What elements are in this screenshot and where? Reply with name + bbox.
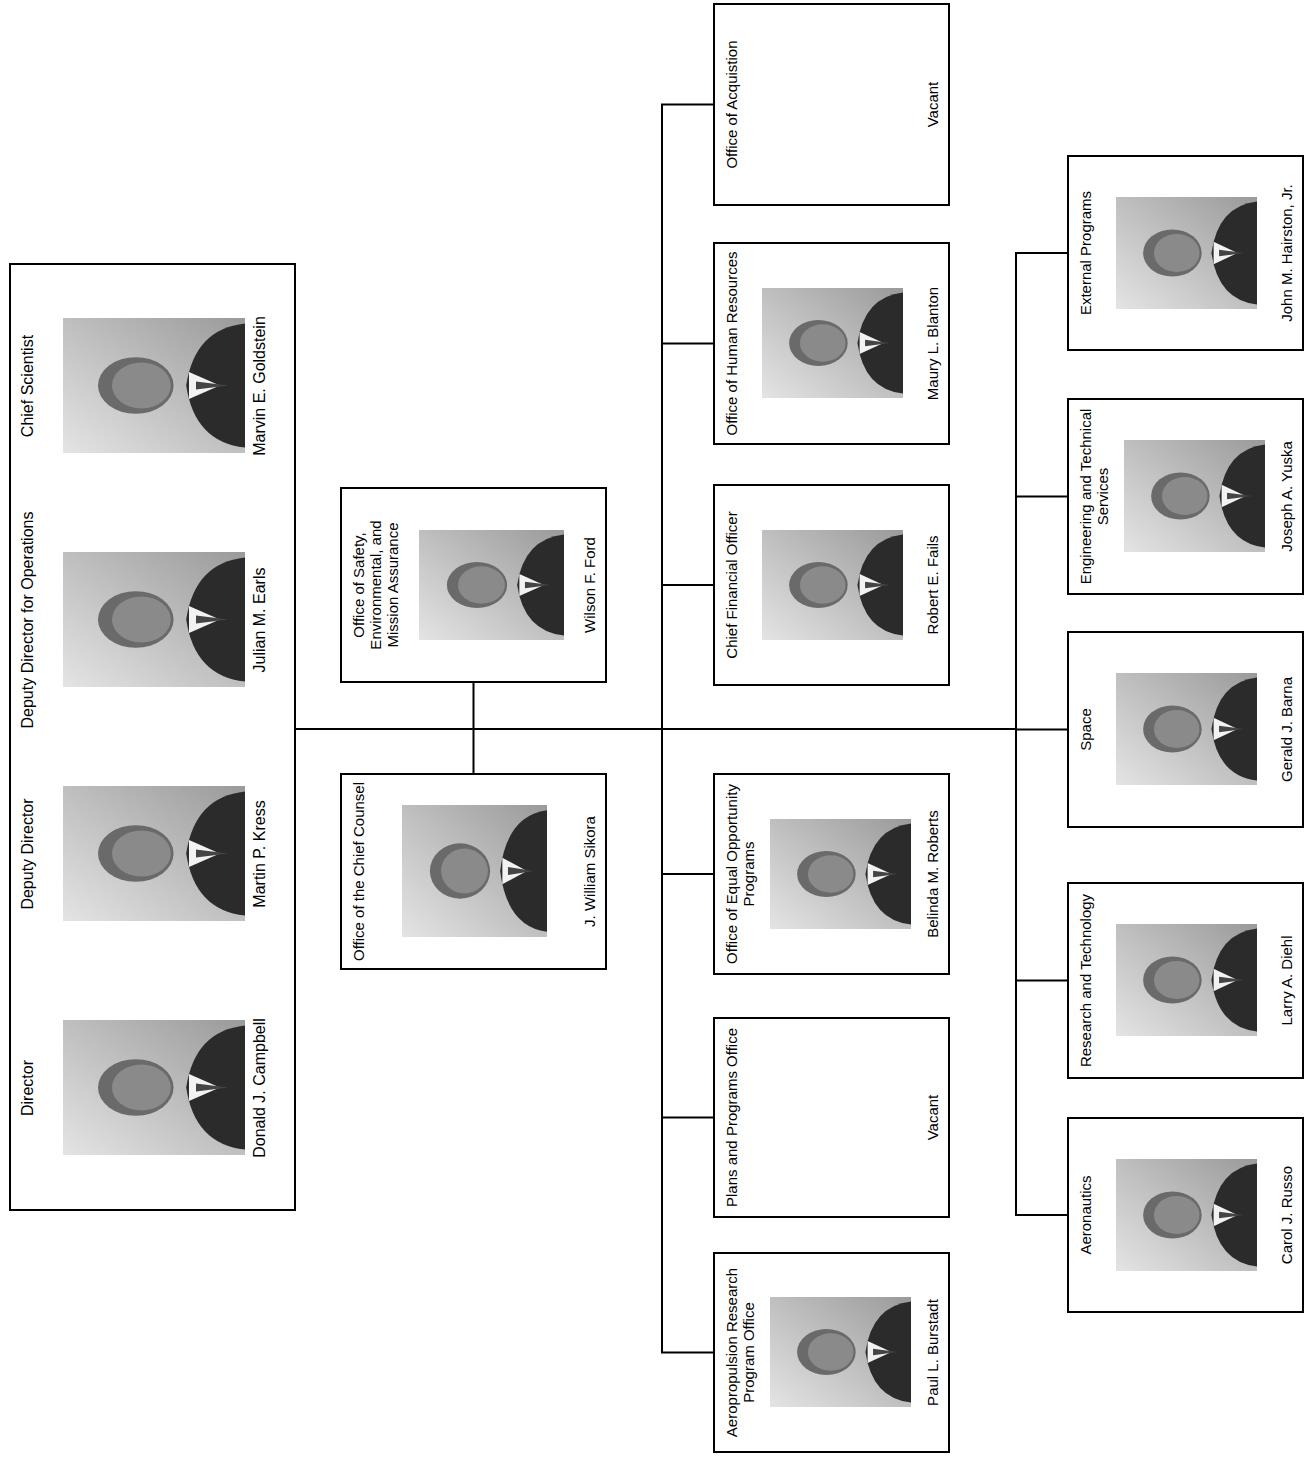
portrait-photo [1116,197,1257,309]
office-title: Research and Technology [1077,894,1094,1067]
person-name: Belinda M. Roberts [924,810,942,938]
portrait-photo [1124,441,1265,553]
person-name: J. William Sikora [581,816,599,927]
reporting-line [296,253,1067,729]
leader-column: Deputy Director for Operations Julian M. … [19,503,286,737]
office-box: Engineering and Technical Services Joseph… [1067,398,1304,595]
office-box: Office of Human Resources Maury L. Blanto… [713,242,950,445]
person-name: Robert E. Fails [924,535,942,634]
person-name: Paul L. Burstadt [924,1299,942,1406]
person-name: Wilson F. Ford [581,537,599,633]
reporting-line [296,729,1067,1215]
office-title: Chief Financial Officer [723,511,740,658]
portrait-photo [63,1021,245,1156]
person-name: John M. Hairston, Jr. [1278,184,1296,322]
portrait-photo [1116,925,1257,1037]
office-box: Office of Equal Opportunity Programs Beli… [713,773,950,975]
person-name: Carol J. Russo [1278,1166,1296,1264]
reporting-line [296,729,713,1118]
office-box: Office of the Chief Counsel J. William Si… [340,773,607,970]
office-box: Aeropropulsion Research Program Office Pa… [713,1252,950,1453]
office-box: Chief Financial Officer Robert E. Fails [713,484,950,686]
reporting-line [296,729,474,773]
office-title: Office of Equal Opportunity Programs [723,781,757,967]
leadership-box: Director Donald J. Campbell Deputy Directo… [9,263,296,1211]
position-title: Director [19,1060,63,1116]
portrait-photo [63,553,245,688]
portrait-photo [419,530,564,640]
office-title: Aeropropulsion Research Program Office [723,1260,757,1445]
office-title: Plans and Programs Office [723,1028,740,1207]
reporting-line [296,344,713,730]
office-box: Plans and Programs Office Vacant [713,1017,950,1218]
portrait-photo [63,319,245,454]
office-title: Space [1077,708,1094,751]
reporting-line [296,683,474,729]
office-title: Office of Acquistion [723,40,740,168]
portrait-photo [762,530,903,640]
person-name: Julian M. Earls [251,568,269,673]
person-name: Martin P. Kress [251,800,269,907]
office-box: Office of Safety, Environmental, and Mis… [340,487,607,683]
portrait-photo [1116,1159,1257,1271]
office-title: Office of Human Resources [723,252,740,436]
position-title: Deputy Director [19,798,63,909]
person-name: Marvin E. Goldstein [251,316,269,456]
leader-column: Director Donald J. Campbell [19,971,286,1205]
office-title: Aeronautics [1077,1175,1094,1254]
office-box: Space Gerald J. Barna [1067,631,1304,828]
reporting-line [296,729,1067,981]
portrait-photo [770,1298,911,1408]
office-title: Office of the Chief Counsel [350,782,367,961]
position-title: Chief Scientist [19,335,63,437]
person-name: Vacant [924,1095,942,1141]
leader-column: Deputy Director Martin P. Kress [19,737,286,971]
leader-column: Chief Scientist Marvin E. Goldstein [19,269,286,503]
person-name: Maury L. Blanton [924,287,942,400]
person-name: Gerald J. Barna [1278,677,1296,782]
office-box: Research and Technology Larry A. Diehl [1067,882,1304,1079]
portrait-photo [770,819,911,929]
reporting-line [296,729,713,1353]
office-box: External Programs John M. Hairston, Jr. [1067,155,1304,351]
person-name: Donald J. Campbell [251,1018,269,1158]
person-name: Joseph A. Yuska [1278,441,1296,552]
portrait-photo [1116,674,1257,786]
office-title: External Programs [1077,191,1094,315]
portrait-photo [63,787,245,922]
position-title: Deputy Director for Operations [19,512,63,729]
reporting-line [296,105,713,730]
person-name: Larry A. Diehl [1278,935,1296,1025]
office-title: Engineering and Technical Services [1077,406,1111,587]
office-title: Office of Safety, Environmental, and Mis… [350,495,401,675]
office-box: Aeronautics Carol J. Russo [1067,1117,1304,1313]
portrait-photo [762,289,903,399]
office-box: Office of Acquistion Vacant [713,3,950,206]
person-name: Vacant [924,82,942,128]
portrait-photo [402,806,547,938]
